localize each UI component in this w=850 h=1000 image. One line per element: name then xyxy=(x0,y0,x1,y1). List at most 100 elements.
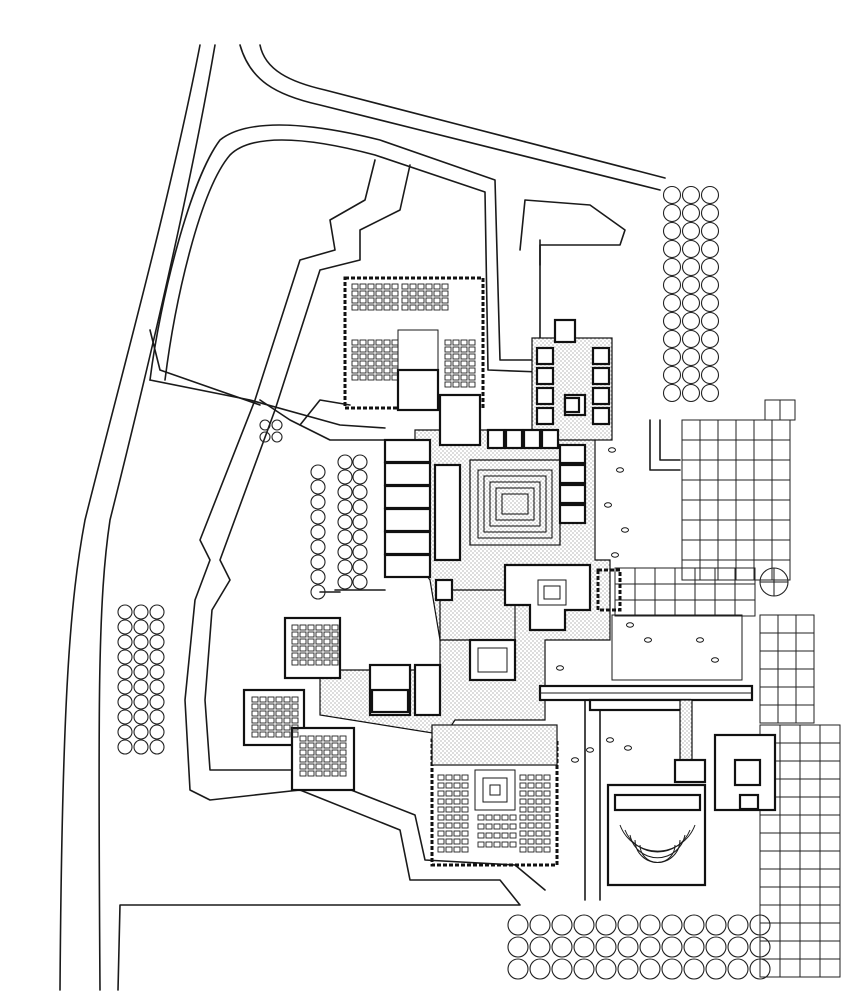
parking-bay xyxy=(654,599,676,617)
parking-bay xyxy=(764,399,781,421)
seat xyxy=(299,770,307,777)
seat xyxy=(383,367,391,374)
seat xyxy=(501,814,509,821)
tree-icon xyxy=(133,649,149,665)
seat xyxy=(519,846,527,853)
parking-bay xyxy=(771,499,791,521)
seat xyxy=(331,742,339,749)
seat xyxy=(367,297,375,304)
parking-bay xyxy=(735,439,755,461)
parking-bay xyxy=(819,904,841,924)
seat xyxy=(275,724,283,731)
seat xyxy=(259,703,267,710)
parking-bay xyxy=(681,419,701,441)
seat xyxy=(441,304,449,311)
stone xyxy=(604,502,612,508)
parking-bay xyxy=(699,459,719,481)
seat xyxy=(453,822,461,829)
seat xyxy=(543,846,551,853)
seat xyxy=(283,717,291,724)
seat xyxy=(461,830,469,837)
tree-rows xyxy=(117,185,771,980)
tree-icon xyxy=(700,311,720,331)
tree-icon xyxy=(681,365,701,385)
parking-bay xyxy=(714,599,736,617)
parking-bay xyxy=(634,583,656,601)
parking-bay xyxy=(759,832,781,852)
seat xyxy=(409,297,417,304)
seat xyxy=(275,696,283,703)
seat xyxy=(359,290,367,297)
seat xyxy=(299,756,307,763)
room-cell xyxy=(591,406,611,426)
tree-icon xyxy=(700,239,720,259)
seat xyxy=(445,838,453,845)
tree-icon xyxy=(551,936,573,958)
tree-icon xyxy=(700,329,720,349)
tree-icon xyxy=(117,649,133,665)
seat xyxy=(383,304,391,311)
parking-bay xyxy=(759,868,781,888)
seat xyxy=(401,283,409,290)
seat xyxy=(437,838,445,845)
stone xyxy=(611,552,619,558)
seat xyxy=(535,822,543,829)
tree-icon xyxy=(529,914,551,936)
seat xyxy=(291,710,299,717)
parking-bay xyxy=(819,814,841,834)
seat xyxy=(307,652,315,659)
tree-icon xyxy=(681,293,701,313)
seat xyxy=(461,814,469,821)
seat xyxy=(351,374,359,381)
tree-icon xyxy=(133,634,149,650)
parking-bay xyxy=(759,704,779,724)
seat xyxy=(417,290,425,297)
stone xyxy=(711,657,719,663)
seat xyxy=(445,830,453,837)
parking-bay xyxy=(799,742,821,762)
tree-icon xyxy=(310,554,326,570)
tree-icon xyxy=(595,958,617,980)
seat xyxy=(307,749,315,756)
seat xyxy=(323,631,331,638)
seat xyxy=(409,290,417,297)
seat xyxy=(367,374,375,381)
tree-icon xyxy=(529,936,551,958)
seat xyxy=(359,297,367,304)
seat xyxy=(460,360,468,367)
seat xyxy=(299,742,307,749)
stone xyxy=(571,757,579,763)
seat xyxy=(453,790,461,797)
parking-bay xyxy=(771,559,791,581)
seat xyxy=(444,381,452,388)
tree-icon xyxy=(259,419,271,431)
parking-bay xyxy=(614,599,636,617)
parking-bay xyxy=(819,940,841,960)
seat xyxy=(375,353,383,360)
seat xyxy=(485,814,493,821)
seat xyxy=(535,798,543,805)
seat xyxy=(315,756,323,763)
parking-bay xyxy=(777,632,797,652)
seat xyxy=(445,822,453,829)
seat xyxy=(433,304,441,311)
tree-icon xyxy=(117,709,133,725)
parking-bay xyxy=(674,567,696,585)
seat xyxy=(323,756,331,763)
seat xyxy=(409,304,417,311)
tree-icon xyxy=(337,454,353,470)
seat xyxy=(299,638,307,645)
seat xyxy=(299,645,307,652)
parking-bay xyxy=(699,439,719,461)
room-cell xyxy=(591,366,611,386)
seat xyxy=(527,846,535,853)
seat xyxy=(543,830,551,837)
seat xyxy=(391,290,399,297)
room-cell xyxy=(383,553,432,579)
seat xyxy=(339,735,347,742)
tree-icon xyxy=(259,431,271,443)
seat xyxy=(452,346,460,353)
tree-icon xyxy=(700,185,720,205)
seat xyxy=(339,770,347,777)
seat xyxy=(509,823,517,830)
